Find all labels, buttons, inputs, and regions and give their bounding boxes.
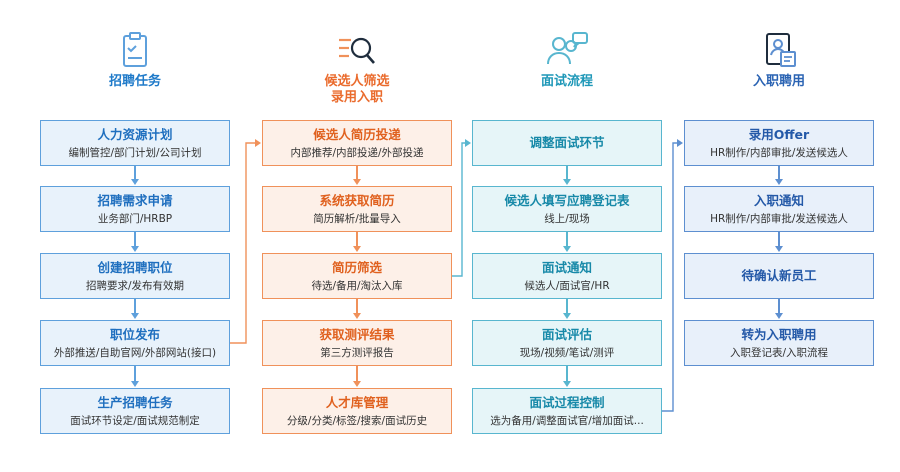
step-title: 人才库管理 — [325, 395, 389, 410]
column-title: 面试流程 — [540, 74, 593, 89]
step-subtitle: HR制作/内部审批/发送候选人 — [710, 213, 848, 225]
step-title: 面试通知 — [541, 260, 592, 275]
down-arrow-head — [131, 179, 139, 185]
step-title: 候选人填写应聘登记表 — [504, 193, 630, 208]
column-title: 招聘任务 — [108, 74, 161, 89]
flow-step-box[interactable]: 人力资源计划编制管控/部门计划/公司计划 — [40, 120, 230, 166]
step-subtitle: 业务部门/HRBP — [97, 213, 173, 225]
step-subtitle: 分级/分类/标签/搜索/面试历史 — [286, 415, 428, 427]
down-arrow-head — [775, 179, 783, 185]
search-list-icon — [262, 30, 452, 70]
column-title: 入职聘用 — [752, 74, 805, 89]
step-subtitle: 现场/视频/笔试/测评 — [519, 347, 615, 359]
column-header: 候选人筛选 录用入职 — [262, 30, 452, 106]
step-subtitle: 面试环节设定/面试规范制定 — [70, 415, 200, 427]
flow-step-box[interactable]: 面试评估现场/视频/笔试/测评 — [472, 320, 662, 366]
step-title: 职位发布 — [109, 327, 160, 342]
interview-people-icon — [472, 30, 662, 70]
flow-step-box[interactable]: 生产招聘任务面试环节设定/面试规范制定 — [40, 388, 230, 434]
down-arrow-head — [131, 246, 139, 252]
column-title: 候选人筛选 录用入职 — [324, 74, 390, 105]
column-header: 面试流程 — [472, 30, 662, 90]
step-title: 创建招聘职位 — [97, 260, 173, 275]
step-title: 获取测评结果 — [319, 327, 395, 342]
column-header: 入职聘用 — [684, 30, 874, 90]
flow-step-box[interactable]: 面试过程控制选为备用/调整面试官/增加面试... — [472, 388, 662, 434]
flow-step-box[interactable]: 创建招聘职位招聘要求/发布有效期 — [40, 253, 230, 299]
id-card-icon — [684, 30, 874, 70]
cross-column-connector — [452, 142, 466, 277]
step-title: 系统获取简历 — [319, 193, 395, 208]
flow-step-box[interactable]: 招聘需求申请业务部门/HRBP — [40, 186, 230, 232]
down-arrow-head — [353, 381, 361, 387]
step-title: 人力资源计划 — [97, 127, 173, 142]
step-title: 待确认新员工 — [741, 268, 817, 283]
step-subtitle: 招聘要求/发布有效期 — [85, 280, 185, 292]
step-title: 录用Offer — [748, 127, 810, 142]
cross-column-connector — [662, 142, 678, 412]
flow-step-box[interactable]: 人才库管理分级/分类/标签/搜索/面试历史 — [262, 388, 452, 434]
step-subtitle: 待选/备用/淘汰入库 — [311, 280, 403, 292]
flow-step-box[interactable]: 入职通知 HR制作/内部审批/发送候选人 — [684, 186, 874, 232]
flow-step-box[interactable]: 转为入职聘用入职登记表/入职流程 — [684, 320, 874, 366]
flow-step-box[interactable]: 职位发布外部推送/自助官网/外部网站(接口) — [40, 320, 230, 366]
step-subtitle: 简历解析/批量导入 — [313, 213, 401, 225]
down-arrow-head — [563, 381, 571, 387]
step-subtitle: 入职登记表/入职流程 — [729, 347, 829, 359]
step-title: 转为入职聘用 — [741, 327, 817, 342]
step-subtitle: 编制管控/部门计划/公司计划 — [68, 147, 202, 159]
down-arrow-head — [131, 313, 139, 319]
down-arrow-head — [353, 313, 361, 319]
step-title: 招聘需求申请 — [97, 193, 173, 208]
down-arrow-head — [563, 179, 571, 185]
step-subtitle: 选为备用/调整面试官/增加面试... — [490, 415, 644, 427]
flow-step-box[interactable]: 面试通知候选人/面试官/HR — [472, 253, 662, 299]
step-title: 简历筛选 — [331, 260, 382, 275]
step-title: 生产招聘任务 — [97, 395, 173, 410]
step-subtitle: 线上/现场 — [544, 213, 590, 225]
flow-step-box[interactable]: 调整面试环节 — [472, 120, 662, 166]
step-subtitle: 外部推送/自助官网/外部网站(接口) — [53, 347, 217, 359]
cross-column-connector — [230, 142, 256, 344]
flow-step-box[interactable]: 待确认新员工 — [684, 253, 874, 299]
flow-step-box[interactable]: 系统获取简历简历解析/批量导入 — [262, 186, 452, 232]
step-subtitle: 候选人/面试官/HR — [524, 280, 610, 292]
down-arrow-head — [563, 313, 571, 319]
down-arrow-head — [775, 246, 783, 252]
flow-step-box[interactable]: 候选人填写应聘登记表线上/现场 — [472, 186, 662, 232]
down-arrow-head — [131, 381, 139, 387]
down-arrow-head — [353, 246, 361, 252]
down-arrow-head — [775, 313, 783, 319]
down-arrow-head — [353, 179, 361, 185]
connector-arrow-head — [677, 139, 683, 147]
flow-step-box[interactable]: 获取测评结果第三方测评报告 — [262, 320, 452, 366]
column-header: 招聘任务 — [40, 30, 230, 90]
clipboard-checklist-icon — [40, 30, 230, 70]
step-subtitle: 内部推荐/内部投递/外部投递 — [290, 147, 424, 159]
connector-arrow-head — [465, 139, 471, 147]
down-arrow-head — [563, 246, 571, 252]
step-subtitle: 第三方测评报告 — [320, 347, 394, 359]
connector-arrow-head — [255, 139, 261, 147]
step-title: 候选人简历投递 — [313, 127, 401, 142]
step-title: 入职通知 — [753, 193, 804, 208]
step-subtitle: HR制作/内部审批/发送候选人 — [710, 147, 848, 159]
step-title: 调整面试环节 — [529, 135, 605, 150]
step-title: 面试过程控制 — [529, 395, 605, 410]
step-title: 面试评估 — [541, 327, 592, 342]
flow-step-box[interactable]: 简历筛选待选/备用/淘汰入库 — [262, 253, 452, 299]
flow-step-box[interactable]: 候选人简历投递内部推荐/内部投递/外部投递 — [262, 120, 452, 166]
